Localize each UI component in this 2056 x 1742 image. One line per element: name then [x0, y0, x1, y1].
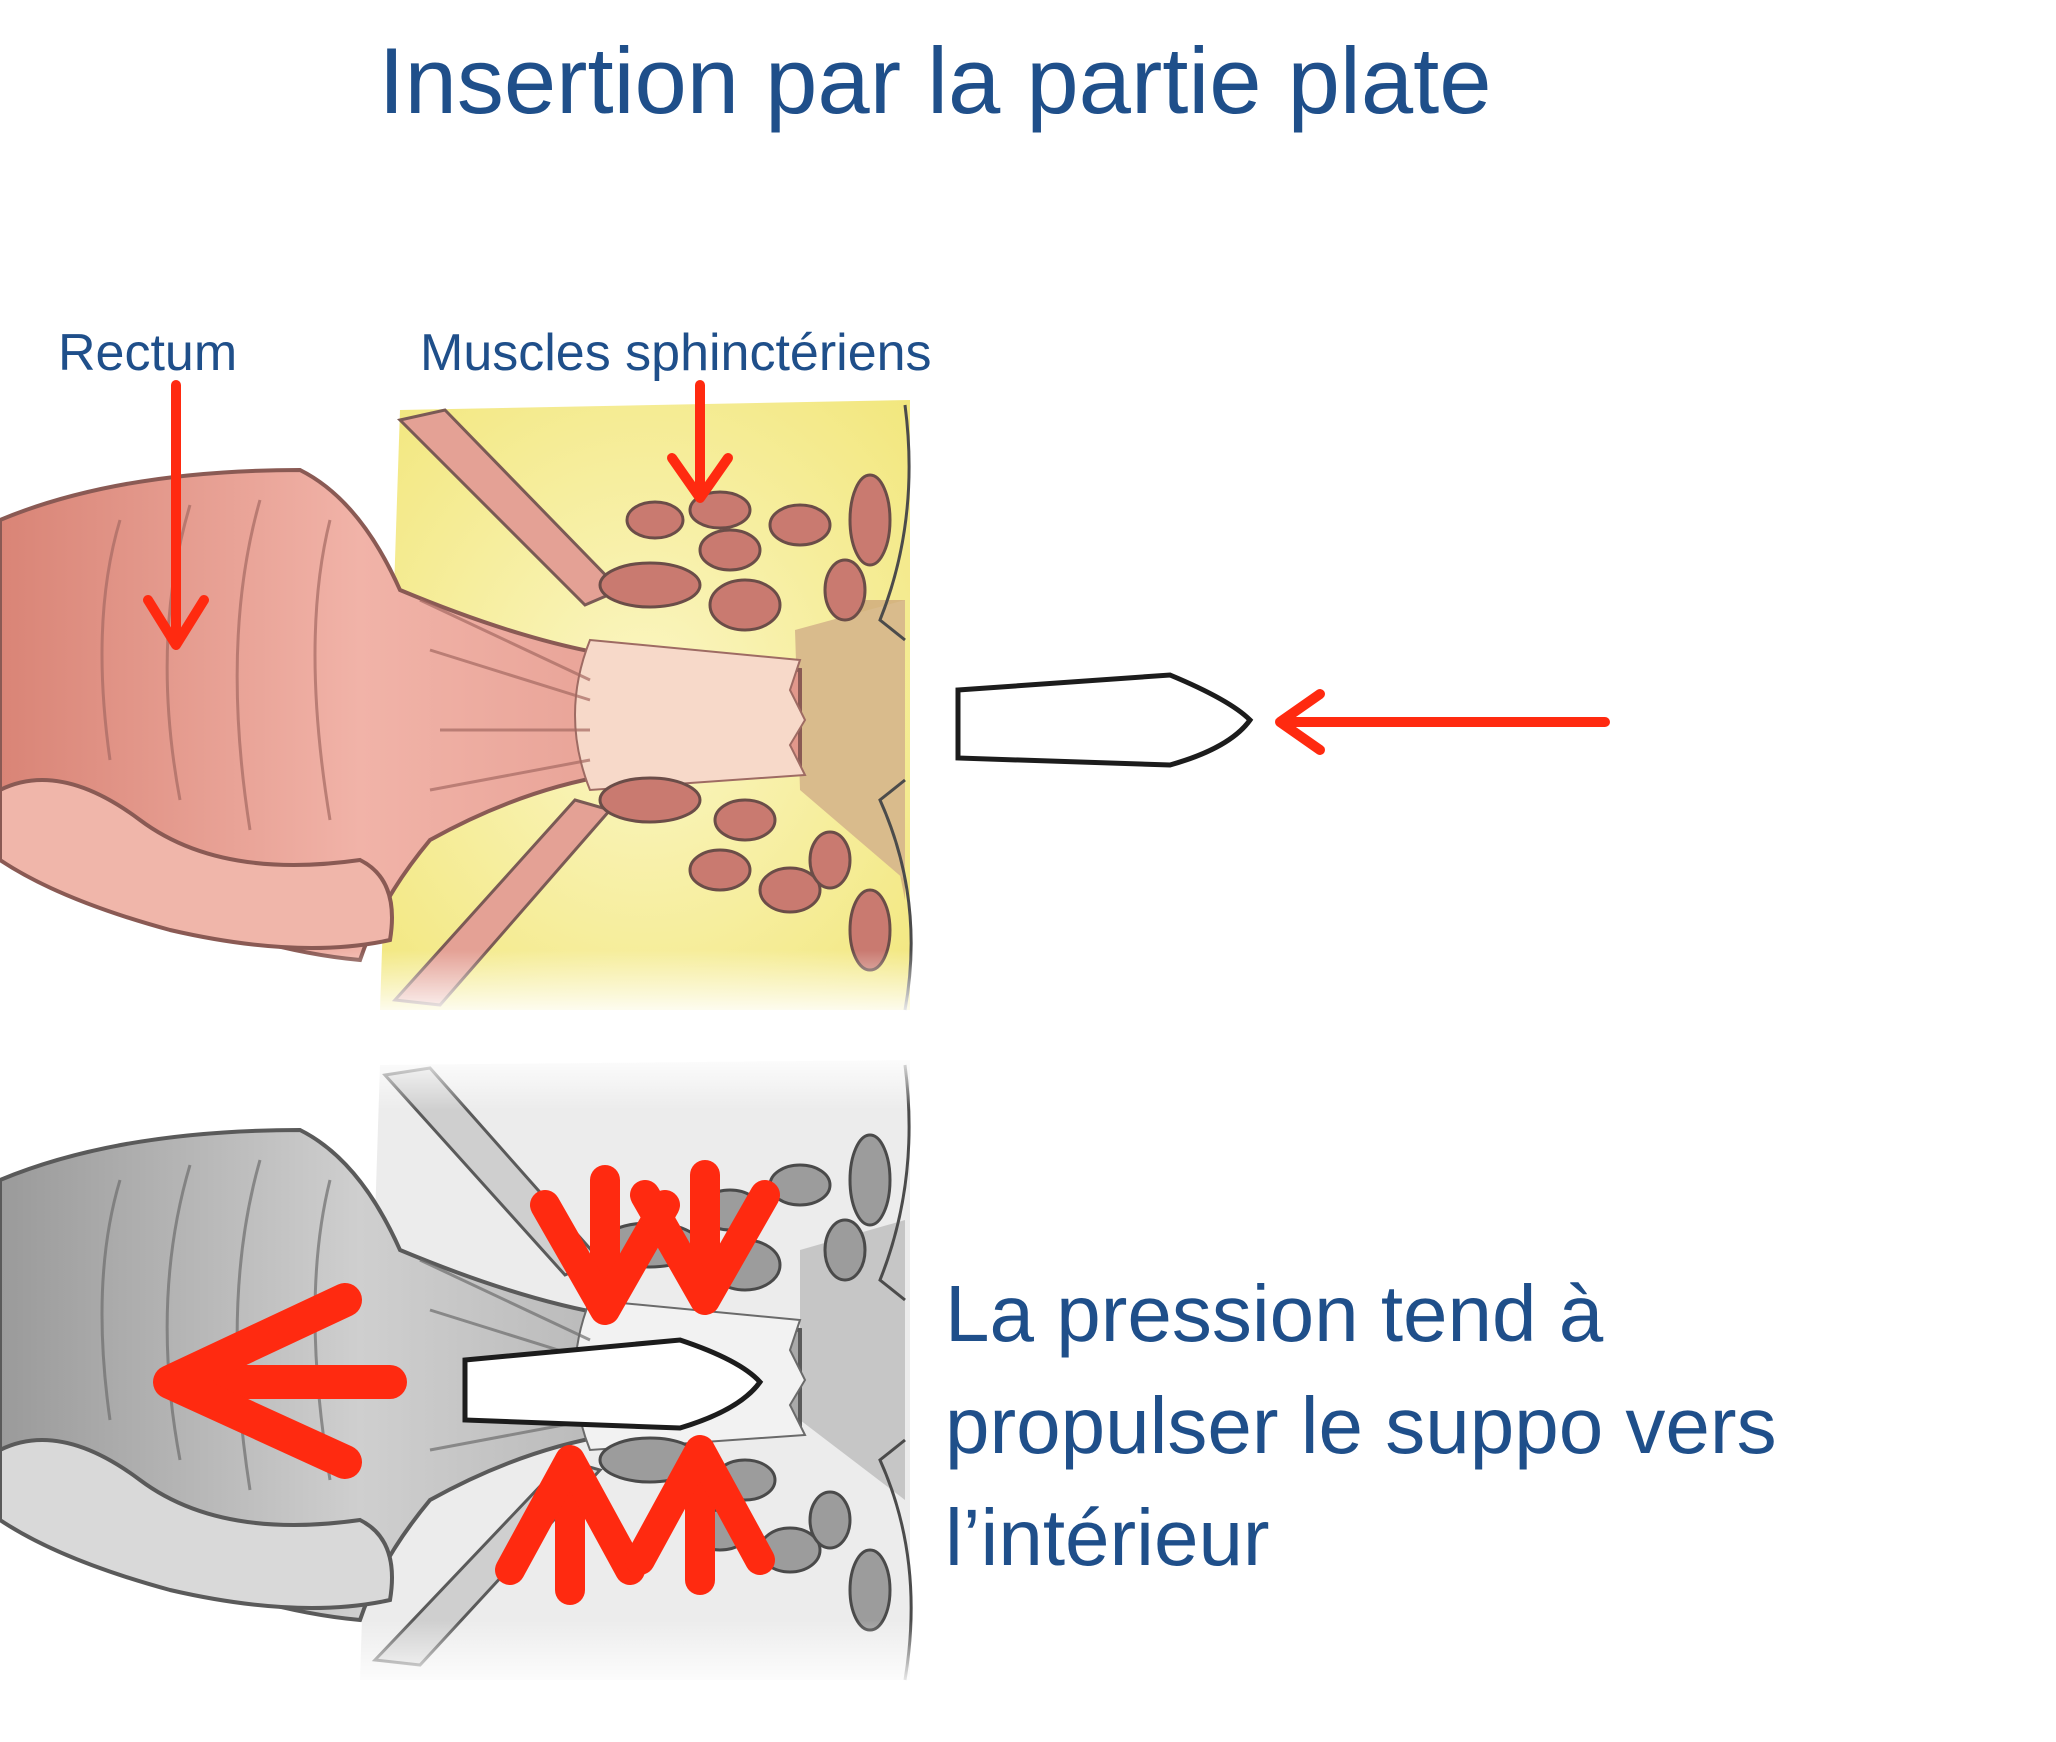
caption-line-2: propulser le suppo vers — [945, 1381, 1777, 1470]
suppository-inside — [462, 1337, 764, 1431]
caption-text: La pression tend à propulser le suppo ve… — [945, 1258, 2025, 1594]
caption-line-3: l’intérieur — [945, 1493, 1270, 1582]
arrow-rectum — [143, 380, 209, 650]
pressure-arrows — [153, 1160, 780, 1605]
rectum-anatomy-color — [0, 400, 960, 1020]
page-title: Insertion par la partie plate — [378, 28, 1492, 133]
arrow-muscles — [667, 380, 733, 503]
arrow-propulsion-left — [153, 1283, 407, 1479]
caption-line-1: La pression tend à — [945, 1269, 1604, 1358]
arrow-insertion — [1275, 689, 1610, 755]
arrow-pressure-up — [495, 1435, 775, 1605]
muscles-label: Muscles sphinctériens — [420, 324, 932, 382]
rectum-label: Rectum — [58, 324, 238, 382]
arrow-pressure-down — [530, 1160, 780, 1325]
suppository-top — [955, 672, 1254, 768]
